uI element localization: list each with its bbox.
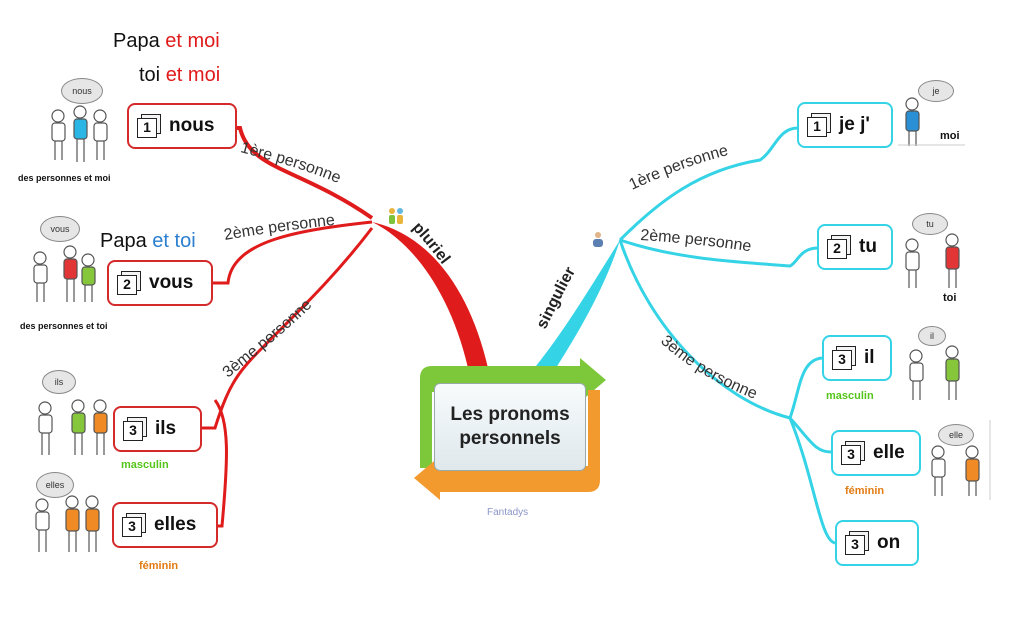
cube-icon: 3 — [832, 346, 856, 370]
caption-ils-masculin: masculin — [121, 459, 169, 471]
speech-bubble-elles: elles — [36, 472, 74, 498]
speech-bubble-il: il — [918, 326, 946, 346]
person-tu-figure — [905, 233, 960, 288]
pronoun-elles: elles — [154, 514, 197, 535]
caption-il-masculin: masculin — [826, 390, 874, 402]
pronoun-node-elle: 3 elle — [831, 430, 921, 476]
singulier-branch — [618, 126, 836, 545]
group-ils-figure — [38, 399, 108, 455]
pronoun-node-je: 1 je j' — [797, 102, 893, 148]
pronoun-ils: ils — [155, 418, 177, 439]
speech-bubble-vous: vous — [40, 216, 80, 242]
pronoun-node-il: 3 il — [822, 335, 892, 381]
pluriel-p1-label: 1ère personne — [239, 139, 344, 187]
speech-bubble-tu: tu — [912, 213, 948, 235]
pronoun-tu: tu — [859, 236, 877, 257]
pronoun-nous: nous — [169, 115, 215, 136]
caption-tu-toi: toi — [943, 292, 957, 304]
caption-elles-feminin: féminin — [139, 560, 179, 572]
caption-elle-feminin: féminin — [845, 485, 885, 497]
speech-bubble-nous: nous — [61, 78, 103, 104]
group-icon — [389, 208, 403, 224]
cube-icon: 3 — [122, 513, 146, 537]
speech-bubble-je: je — [918, 80, 954, 102]
note-papa-et-toi: Papa et toi — [100, 230, 196, 252]
singulier-p3-label: 3ème personne — [657, 332, 759, 402]
person-il-figure — [909, 345, 960, 400]
pronoun-je: je j' — [839, 114, 870, 135]
group-elles-figure — [35, 495, 100, 552]
pluriel-trunk — [372, 222, 488, 368]
pronoun-elle: elle — [873, 442, 905, 463]
pronoun-node-on: 3 on — [835, 520, 919, 566]
note-toi-et-moi: toi et moi — [139, 64, 221, 86]
cube-icon: 1 — [807, 113, 831, 137]
cube-icon: 1 — [137, 114, 161, 138]
singulier-p1-label: 1ère personne — [627, 142, 731, 193]
pronoun-node-ils: 3 ils — [113, 406, 202, 452]
person-elle-figure — [931, 445, 980, 496]
pronoun-node-nous: 1 nous — [127, 103, 237, 149]
speech-bubble-ils: ils — [42, 370, 76, 394]
note-papa-et-moi: Papa et moi — [113, 30, 220, 52]
pronoun-il: il — [864, 347, 875, 368]
group-vous-figure — [33, 245, 96, 302]
person-icon — [593, 232, 603, 247]
caption-je-moi: moi — [940, 130, 960, 142]
speech-bubble-elle: elle — [938, 424, 974, 446]
credit-text: Fantadys — [487, 507, 529, 518]
cube-icon: 2 — [827, 235, 851, 259]
group-nous-figure — [51, 105, 108, 162]
cube-icon: 2 — [117, 271, 141, 295]
pronoun-node-elles: 3 elles — [112, 502, 218, 548]
pronoun-vous: vous — [149, 272, 194, 293]
cube-icon: 3 — [841, 441, 865, 465]
pluriel-p3-label: 3ème personne — [220, 296, 316, 381]
pronoun-on: on — [877, 532, 901, 553]
caption-nous: des personnes et moi — [18, 173, 111, 183]
pronoun-node-vous: 2 vous — [107, 260, 213, 306]
pluriel-branch — [202, 126, 374, 528]
cube-icon: 3 — [123, 417, 147, 441]
pronoun-node-tu: 2 tu — [817, 224, 893, 270]
person-je-figure — [905, 97, 920, 146]
cube-icon: 3 — [845, 531, 869, 555]
caption-vous: des personnes et toi — [20, 321, 108, 331]
